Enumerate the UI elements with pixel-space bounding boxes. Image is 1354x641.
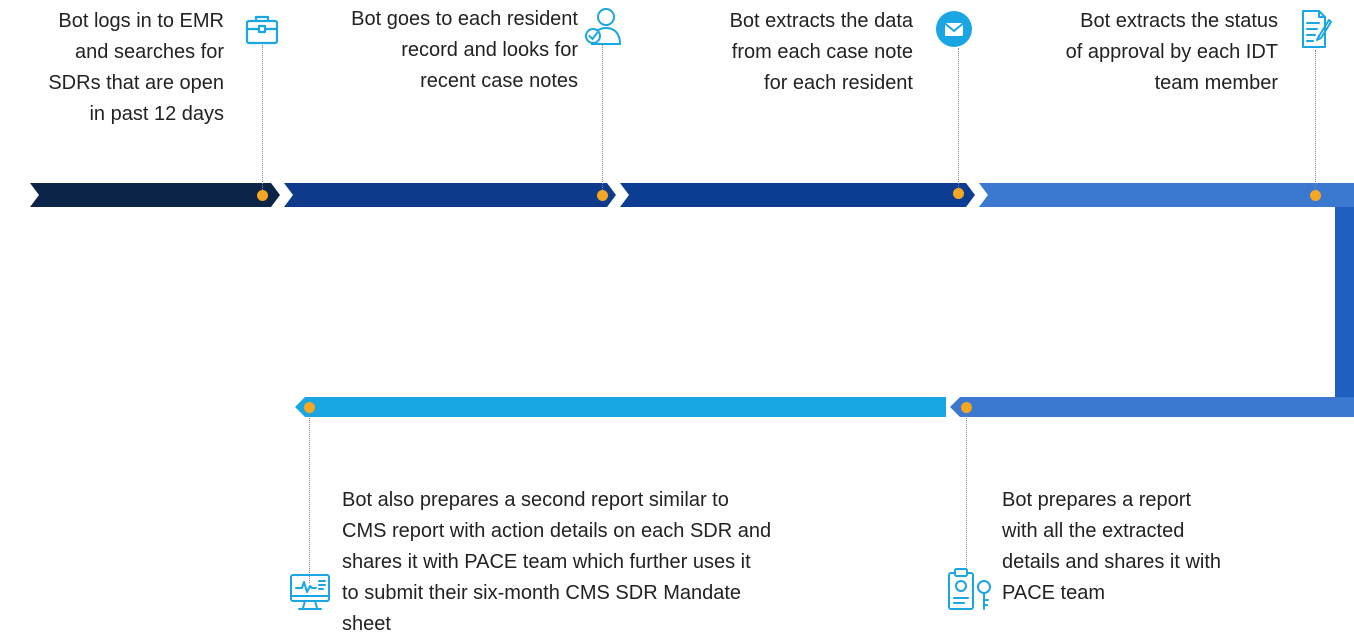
timeline-segment-4: [979, 183, 1354, 207]
connector-step-5: [966, 411, 967, 569]
user-check-icon: [582, 6, 626, 51]
timeline-segment-1: [30, 183, 280, 207]
step-2-text: Bot goes to each resident record and loo…: [351, 8, 578, 92]
step-6-text: Bot also prepares a second report simila…: [342, 489, 772, 635]
timeline-segment-5: [950, 397, 1354, 417]
milestone-dot-3: [953, 188, 964, 199]
monitor-chart-icon: [288, 572, 332, 617]
timeline-vertical-connector: [1335, 207, 1354, 417]
connector-step-2: [602, 44, 603, 192]
milestone-dot-1: [257, 190, 268, 201]
mail-circle-icon: [935, 10, 973, 53]
connector-step-4: [1315, 50, 1316, 192]
milestone-dot-6: [304, 402, 315, 413]
clipboard-key-icon: [946, 567, 994, 618]
timeline-segment-2: [284, 183, 616, 207]
timeline-segment-6: [295, 397, 946, 417]
document-pen-icon: [1299, 8, 1333, 55]
milestone-dot-4: [1310, 190, 1321, 201]
milestone-dot-2: [597, 190, 608, 201]
timeline-segment-3: [620, 183, 975, 207]
connector-step-6: [309, 411, 310, 583]
milestone-dot-5: [961, 402, 972, 413]
connector-step-1: [262, 42, 263, 192]
step-4-text: Bot extracts the status of approval by e…: [1065, 10, 1278, 94]
step-5-text: Bot prepares a report with all the extra…: [1002, 489, 1222, 604]
connector-step-3: [958, 48, 959, 192]
step-1-text: Bot logs in to EMR and searches for SDRs…: [48, 10, 224, 125]
briefcase-icon: [244, 12, 280, 51]
step-3-text: Bot extracts the data from each case not…: [729, 10, 913, 94]
